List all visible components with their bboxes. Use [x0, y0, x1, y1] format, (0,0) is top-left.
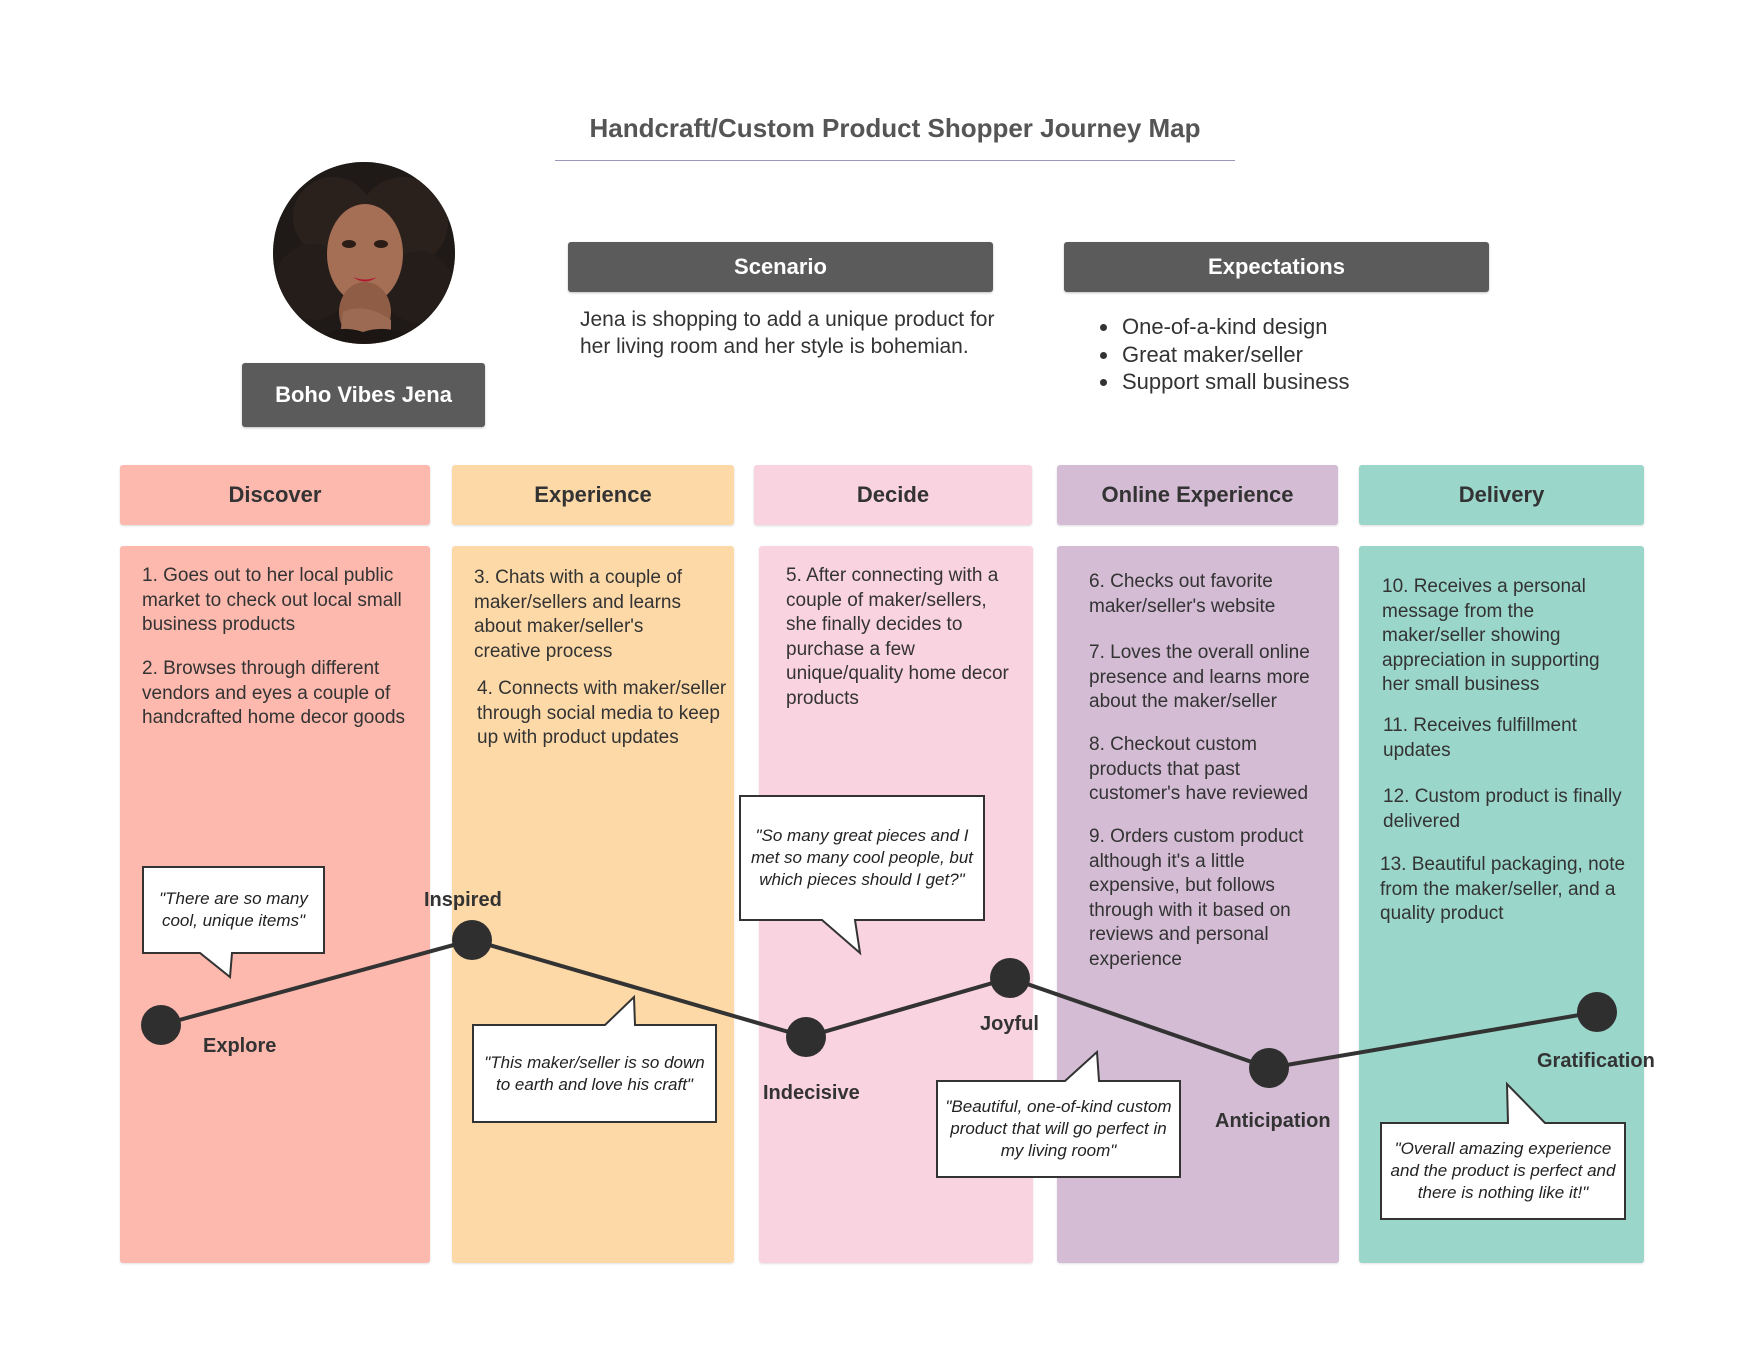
step-1: 1. Goes out to her local public market t… — [142, 565, 402, 635]
emotion-node-gratification — [1577, 992, 1617, 1032]
step-5: 5. After connecting with a couple of mak… — [786, 565, 1009, 709]
emotion-node-indecisive — [786, 1017, 826, 1057]
expectations-list: One-of-a-kind design Great maker/seller … — [1090, 313, 1349, 396]
journey-line — [160, 937, 1598, 1071]
scenario-text: Jena is shopping to add a unique product… — [580, 308, 995, 358]
quote-bubble-shape — [936, 1049, 1181, 1178]
title-underline — [555, 160, 1235, 161]
quote-joyful: "Beautiful, one-of-kind custom product t… — [945, 1097, 1172, 1160]
step-10: 10. Receives a personal message from the… — [1382, 576, 1600, 695]
emotion-label-inspired: Inspired — [424, 889, 502, 911]
expectation-item: Support small business — [1120, 368, 1349, 396]
emotion-label-gratification: Gratification — [1537, 1050, 1655, 1072]
expectations-heading: Expectations — [1064, 242, 1489, 292]
quote-gratification: "Overall amazing experience and the prod… — [1390, 1139, 1616, 1202]
scenario-heading: Scenario — [568, 242, 993, 292]
emotion-node-anticipation — [1249, 1048, 1289, 1088]
emotion-label-indecisive: Indecisive — [763, 1082, 860, 1104]
quote-bubble-shape — [1380, 1081, 1626, 1220]
stage-header-experience: Experience — [452, 465, 734, 525]
step-2: 2. Browses through different vendors and… — [142, 658, 406, 728]
emotion-node-inspired — [452, 920, 492, 960]
emotion-label-explore: Explore — [203, 1035, 277, 1057]
emotion-node-explore — [141, 1005, 181, 1045]
page-title: Handcraft/Custom Product Shopper Journey… — [589, 113, 1201, 143]
expectation-item: One-of-a-kind design — [1120, 313, 1349, 341]
avatar — [273, 162, 455, 344]
quote-bubble-shape — [472, 994, 717, 1123]
step-7: 7. Loves the overall online presence and… — [1089, 642, 1310, 712]
stage-header-decide: Decide — [754, 465, 1032, 525]
quote-bubble-shape — [739, 795, 985, 956]
step-6: 6. Checks out favorite maker/seller's we… — [1089, 571, 1276, 617]
quote-indecisive: "So many great pieces and I met so many … — [750, 826, 974, 889]
stage-column-experience — [452, 546, 734, 1263]
stage-header-delivery: Delivery — [1359, 465, 1644, 525]
emotion-label-joyful: Joyful — [980, 1013, 1039, 1035]
step-4: 4. Connects with maker/seller through so… — [477, 678, 727, 748]
step-9: 9. Orders custom product although it's a… — [1089, 826, 1304, 970]
step-13: 13. Beautiful packaging, note from the m… — [1380, 854, 1626, 924]
stage-header-online-experience: Online Experience — [1057, 465, 1338, 525]
emotion-node-joyful — [990, 958, 1030, 998]
expectation-item: Great maker/seller — [1120, 341, 1349, 369]
quote-inspired: "This maker/seller is so down to earth a… — [484, 1052, 705, 1094]
quote-bubble-shape — [142, 866, 325, 979]
step-3: 3. Chats with a couple of maker/sellers … — [474, 567, 683, 662]
persona-name: Boho Vibes Jena — [242, 363, 485, 427]
emotion-label-anticipation: Anticipation — [1215, 1110, 1331, 1132]
stage-header-discover: Discover — [120, 465, 430, 525]
step-8: 8. Checkout custom products that past cu… — [1089, 734, 1309, 804]
quote-explore: "There are so many cool, unique items" — [159, 889, 308, 930]
portrait-photo-icon — [273, 162, 455, 344]
step-12: 12. Custom product is finally delivered — [1383, 786, 1622, 832]
step-11: 11. Receives fulfillment updates — [1383, 715, 1577, 761]
